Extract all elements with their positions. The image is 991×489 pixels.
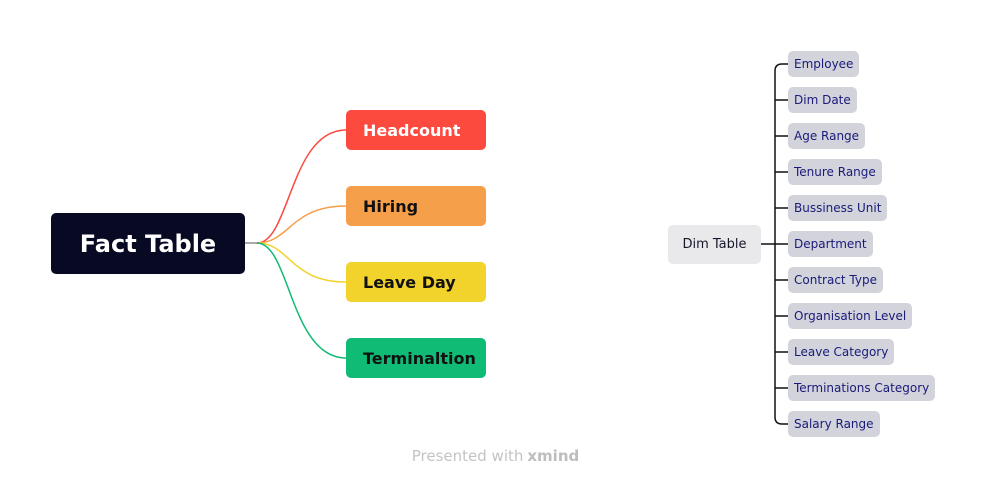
fact-table-root[interactable]: Fact Table bbox=[51, 213, 245, 274]
node-hiring[interactable]: Hiring bbox=[346, 186, 486, 226]
dim-item-label: Leave Category bbox=[794, 345, 889, 359]
dim-item-label: Dim Date bbox=[794, 93, 851, 107]
dim-bracket bbox=[761, 63, 788, 425]
dim-item-dim-date[interactable]: Dim Date bbox=[788, 87, 857, 113]
dim-item-leave-category[interactable]: Leave Category bbox=[788, 339, 895, 365]
dim-item-department[interactable]: Department bbox=[788, 231, 873, 257]
dim-item-label: Age Range bbox=[794, 129, 860, 143]
dim-item-tenure-range[interactable]: Tenure Range bbox=[788, 159, 882, 185]
dim-item-contract-type[interactable]: Contract Type bbox=[788, 267, 883, 293]
dim-item-salary-range[interactable]: Salary Range bbox=[788, 411, 880, 437]
connector-terminaltion bbox=[256, 242, 347, 359]
connector-leave-day bbox=[256, 242, 347, 283]
node-leave-day[interactable]: Leave Day bbox=[346, 262, 486, 302]
footer-text: Presented with bbox=[411, 447, 524, 465]
node-terminaltion[interactable]: Terminaltion bbox=[346, 338, 486, 378]
dim-item-label: Bussiness Unit bbox=[794, 201, 882, 215]
node-headcount[interactable]: Headcount bbox=[346, 110, 486, 150]
connector-hiring bbox=[256, 205, 347, 244]
dim-item-label: Terminations Category bbox=[794, 381, 930, 395]
dim-item-label: Department bbox=[794, 237, 867, 251]
dim-item-age-range[interactable]: Age Range bbox=[788, 123, 866, 149]
dim-item-organisation-level[interactable]: Organisation Level bbox=[788, 303, 913, 329]
dim-table-label: Dim Table bbox=[682, 237, 747, 252]
node-headcount-label: Headcount bbox=[363, 120, 461, 140]
connector-headcount bbox=[256, 129, 347, 244]
node-leave-day-label: Leave Day bbox=[363, 272, 456, 292]
dim-item-employee[interactable]: Employee bbox=[788, 51, 860, 77]
dim-item-terminations-category[interactable]: Terminations Category bbox=[788, 375, 936, 401]
dim-item-label: Tenure Range bbox=[794, 165, 876, 179]
fact-table-label: Fact Table bbox=[79, 229, 217, 258]
dim-item-label: Organisation Level bbox=[794, 309, 907, 323]
node-terminaltion-label: Terminaltion bbox=[363, 348, 476, 368]
node-hiring-label: Hiring bbox=[363, 196, 419, 216]
dim-item-label: Salary Range bbox=[794, 417, 874, 431]
xmind-logo: xmind bbox=[527, 447, 580, 465]
dim-table-root[interactable]: Dim Table bbox=[668, 225, 761, 264]
dim-item-bussiness-unit[interactable]: Bussiness Unit bbox=[788, 195, 888, 221]
dim-item-label: Employee bbox=[794, 57, 854, 71]
dim-item-label: Contract Type bbox=[794, 273, 877, 287]
